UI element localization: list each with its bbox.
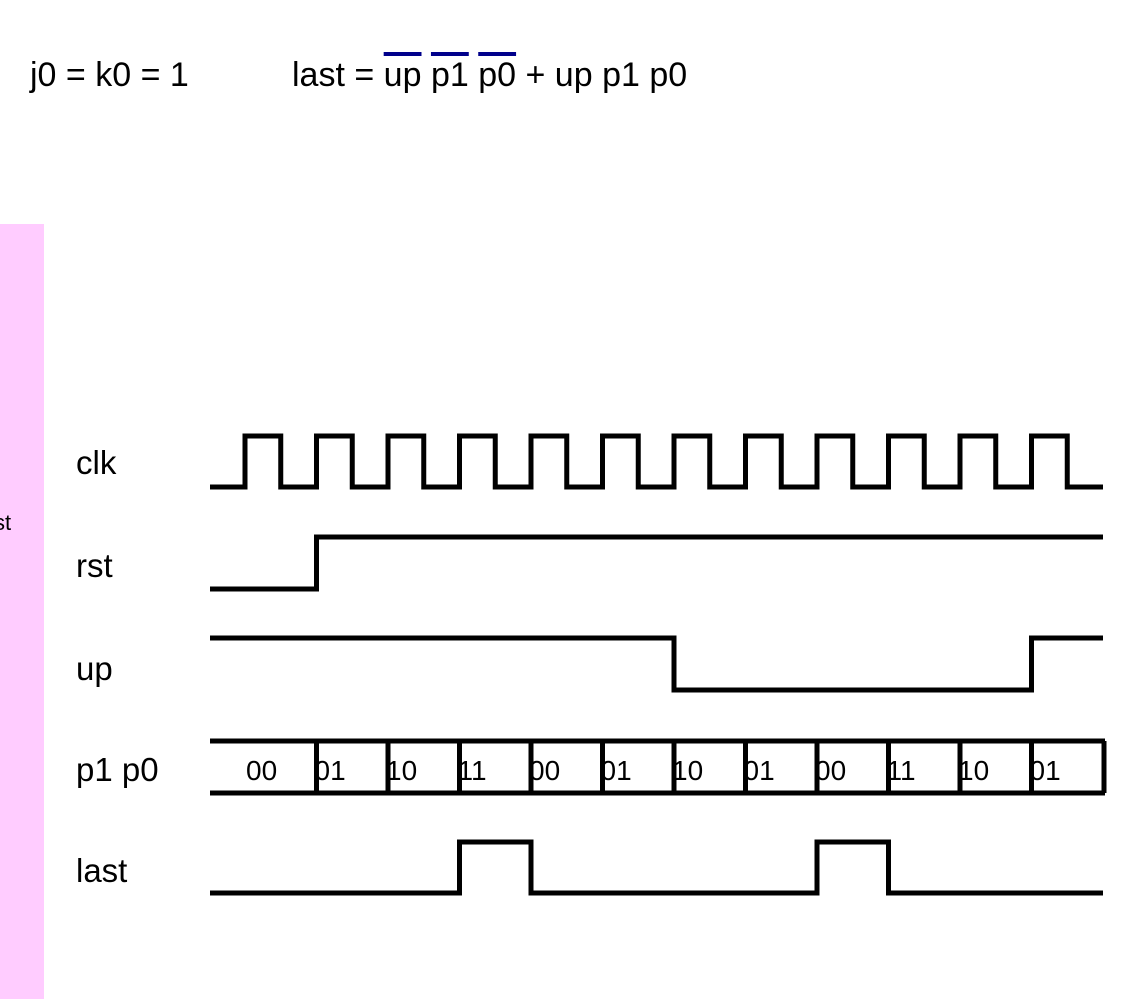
bus-value-label: 01 <box>744 755 775 786</box>
signal-label-clk: clk <box>76 444 117 481</box>
up-bar-term: up <box>383 56 422 94</box>
jk-equation: j0 = k0 = 1 <box>30 56 189 94</box>
last-equation-lhs: last = <box>292 56 384 94</box>
last-equation-rhs: + up p1 p0 <box>516 56 688 94</box>
signal-label-rst: rst <box>76 547 113 584</box>
clk-wave <box>210 433 1103 490</box>
panel-partial-label: st <box>0 510 12 535</box>
bus-value-label: 10 <box>958 755 989 786</box>
left-side-panel <box>0 224 44 999</box>
bus-value-label: 01 <box>1030 755 1061 786</box>
p0-bar-term: p0 <box>478 56 517 94</box>
bus-value-label: 10 <box>672 755 703 786</box>
p1-bar-term: p1 <box>430 56 469 94</box>
bus-value-label: 00 <box>246 755 277 786</box>
bus-value-label: 11 <box>887 755 916 786</box>
bus-value-label: 00 <box>529 755 560 786</box>
rst-wave <box>210 534 1103 592</box>
signal-label-up: up <box>76 650 113 687</box>
bus-value-label: 11 <box>458 755 487 786</box>
signal-label-p1-p0: p1 p0 <box>76 751 159 788</box>
up-wave <box>210 635 1103 693</box>
bus-value-label: 01 <box>601 755 632 786</box>
bus-value-label: 01 <box>315 755 346 786</box>
last-wave <box>210 839 1103 896</box>
last-equation: last = up p1 p0 + up p1 p0 <box>292 56 687 95</box>
bus-value-label: 10 <box>386 755 417 786</box>
signal-label-last: last <box>76 852 127 889</box>
bus-value-label: 00 <box>815 755 846 786</box>
